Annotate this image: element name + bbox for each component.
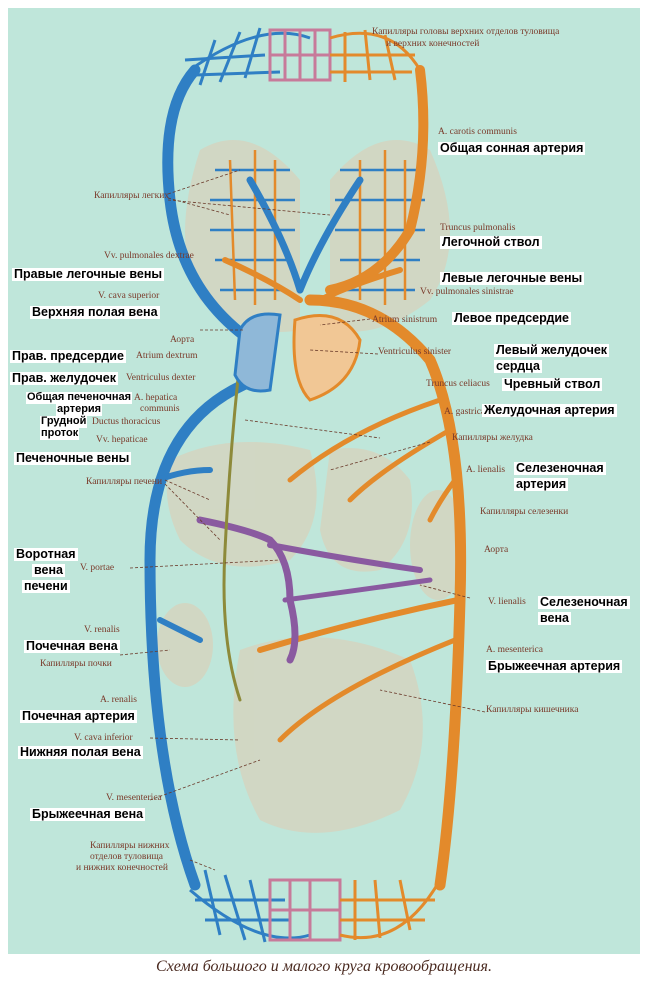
- label-cap-lower-3: и нижних конечностей: [76, 864, 168, 874]
- label-renalis-v-lat: V. renalis: [84, 626, 120, 636]
- label-gastrica-ru: Желудочная артерия: [482, 404, 617, 417]
- label-carotis-ru: Общая сонная артерия: [438, 142, 585, 155]
- label-carotis-lat: A. carotis communis: [438, 128, 517, 138]
- label-atrium-dex-ru: Прав. предсердие: [10, 350, 126, 363]
- label-ventr-dex-lat: Ventriculus dexter: [126, 374, 195, 384]
- label-vv-pulm-sin-lat: Vv. pulmonales sinistrae: [420, 288, 514, 298]
- label-mesent-a-ru: Брыжеечная артерия: [486, 660, 622, 673]
- label-hepaticae-ru: Печеночные вены: [14, 452, 131, 465]
- label-vcs-ru: Верхняя полая вена: [30, 306, 160, 319]
- label-ventr-sin-ru-1: Левый желудочек: [494, 344, 609, 357]
- label-celiac-ru: Чревный ствол: [502, 378, 602, 391]
- label-hepatica-ru-2: артерия: [56, 404, 102, 416]
- label-lienalis-v-ru-2: вена: [538, 612, 571, 625]
- label-renalis-a-lat: A. renalis: [100, 696, 137, 706]
- label-cap-liver: Капилляры печени: [86, 478, 162, 488]
- label-hepatica-lat-1: A. hepatica: [134, 394, 177, 404]
- label-lienalis-v-lat: V. lienalis: [488, 598, 526, 608]
- label-thor-ru-1: Грудной: [40, 416, 87, 428]
- label-vv-pulm-sin-ru: Левые легочные вены: [440, 272, 584, 285]
- label-cap-spleen: Капилляры селезенки: [480, 508, 568, 518]
- label-mesent-v-ru: Брыжеечная вена: [30, 808, 145, 821]
- label-lienalis-a-ru-1: Селезеночная: [514, 462, 606, 475]
- label-truncus-pulm-lat: Truncus pulmonalis: [440, 224, 515, 234]
- label-vci-ru: Нижняя полая вена: [18, 746, 143, 759]
- label-hepaticae-lat: Vv. hepaticae: [96, 436, 148, 446]
- label-cap-lungs: Капилляры легких: [94, 192, 169, 202]
- label-lienalis-a-ru-2: артерия: [514, 478, 568, 491]
- label-thor-ru-2: проток: [40, 428, 79, 440]
- label-portae-ru-1: Воротная: [14, 548, 78, 561]
- label-lienalis-a-lat: A. lienalis: [466, 466, 505, 476]
- label-vcs-lat: V. cava superior: [98, 292, 159, 302]
- label-atrium-dex-lat: Atrium dextrum: [136, 352, 197, 362]
- label-cap-kidney: Капилляры почки: [40, 660, 112, 670]
- label-atrium-sin-ru: Левое предсердие: [452, 312, 571, 325]
- label-mesent-a-lat: A. mesenterica: [486, 646, 543, 656]
- label-renalis-v-ru: Почечная вена: [24, 640, 120, 653]
- label-gastrica-lat: A. gastrica: [444, 408, 485, 418]
- label-atrium-sin-lat: Atrium sinistrum: [372, 316, 437, 326]
- label-aorta-1: Аорта: [170, 336, 194, 346]
- label-cap-lower-2: отделов туловища: [90, 853, 163, 863]
- label-portae-ru-3: печени: [22, 580, 70, 593]
- label-thor-lat: Ductus thoracicus: [92, 418, 160, 428]
- label-vv-pulm-dex-lat: Vv. pulmonales dextrae: [104, 252, 194, 262]
- label-cap-intestine: Капилляры кишечника: [486, 706, 578, 716]
- label-ventr-sin-lat: Ventriculus sinister: [378, 348, 451, 358]
- label-vv-pulm-dex-ru: Правые легочные вены: [12, 268, 164, 281]
- label-renalis-a-ru: Почечная артерия: [20, 710, 137, 723]
- label-portae-ru-2: вена: [32, 564, 65, 577]
- label-lienalis-v-ru-1: Селезеночная: [538, 596, 630, 609]
- label-truncus-pulm-ru: Легочной ствол: [440, 236, 542, 249]
- label-hepatica-lat-2: communis: [140, 405, 180, 415]
- figure-caption: Схема большого и малого круга кровообращ…: [0, 958, 648, 976]
- label-portae-lat: V. portae: [80, 564, 114, 574]
- label-cap-lower-1: Капилляры нижних: [90, 842, 169, 852]
- label-cap-stomach: Капилляры желудка: [452, 434, 533, 444]
- label-vci-lat: V. cava inferior: [74, 734, 133, 744]
- label-aorta-2: Аорта: [484, 546, 508, 556]
- label-cap-head: Капилляры головы верхних отделов туловищ…: [372, 28, 559, 38]
- label-celiac-lat: Truncus celiacus: [426, 380, 490, 390]
- label-cap-head-2: и верхних конечностей: [386, 40, 479, 50]
- label-ventr-dex-ru: Прав. желудочек: [10, 372, 118, 385]
- label-ventr-sin-ru-2: сердца: [494, 360, 542, 373]
- label-mesent-v-lat: V. mesenterica: [106, 794, 162, 804]
- label-hepatica-ru-1: Общая печеночная: [26, 392, 132, 404]
